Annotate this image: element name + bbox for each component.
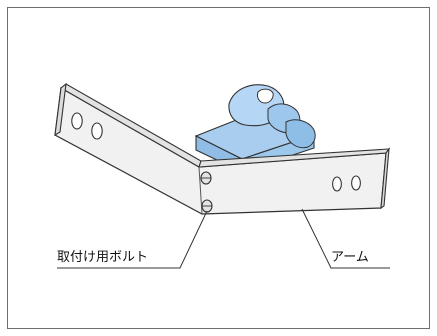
arm-left-hole-2 xyxy=(91,122,103,140)
arm-part xyxy=(54,82,391,215)
mounting-bolt-label: 取付け用ボルト xyxy=(57,250,149,265)
component-knob-fin-2 xyxy=(285,119,316,149)
arm-left-end-edge xyxy=(54,82,67,137)
arm-right-end-edge xyxy=(380,147,390,210)
arm-left-hole-1 xyxy=(71,112,83,130)
arm-label: アーム xyxy=(331,250,369,265)
mounting-bolt-upper xyxy=(200,171,212,185)
arm-leader-line xyxy=(301,208,390,269)
arm-right-hole-1 xyxy=(332,176,342,192)
bolt-leader-line xyxy=(57,210,208,269)
arm-right-hole-2 xyxy=(351,175,361,191)
mounting-bolt-lower xyxy=(201,199,213,213)
component-knob-notch xyxy=(257,88,274,104)
attached-component xyxy=(194,84,316,173)
leader-lines xyxy=(57,208,390,269)
